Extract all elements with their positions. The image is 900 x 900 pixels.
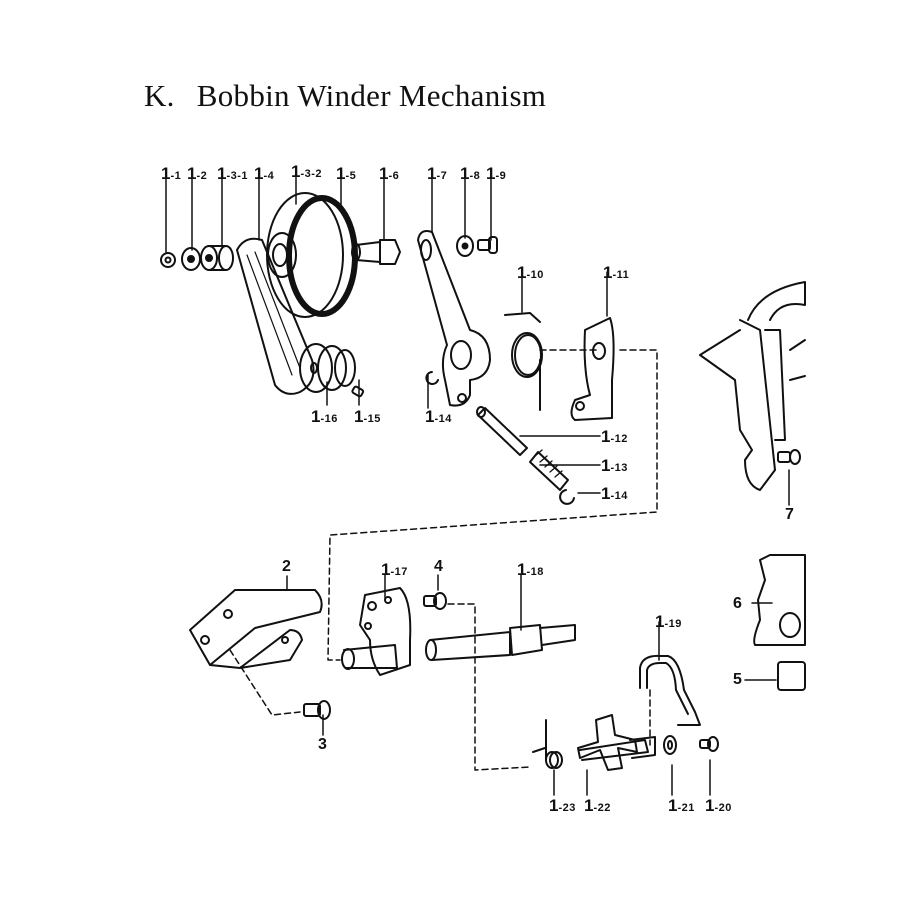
part-label-1-12: 1-12 — [601, 427, 628, 446]
leader-lines — [165, 175, 790, 796]
part-label-1-10: 1-10 — [517, 263, 544, 282]
part-1-11-plate — [570, 317, 615, 421]
part-1-7-lever — [417, 230, 491, 407]
page-title: K. Bobbin Winder Mechanism — [144, 78, 546, 114]
part-label-1-8: 1-8 — [460, 164, 481, 183]
part-1-16-pulley — [299, 343, 356, 393]
part-label-6: 6 — [733, 595, 742, 612]
part-1-15-screw — [351, 385, 365, 398]
part-label-7: 7 — [785, 506, 794, 523]
part-label-4: 4 — [434, 558, 443, 575]
part-1-19-lever — [639, 654, 701, 726]
part-3-screw — [303, 700, 331, 720]
part-label-1-13: 1-13 — [601, 456, 628, 475]
part-1-3-1-bushing — [200, 245, 234, 271]
part-label-1-14-left: 1-14 — [425, 407, 452, 426]
part-1-2-washer — [181, 247, 201, 271]
part-1-10-spring — [504, 312, 543, 411]
part-label-1-19: 1-19 — [655, 612, 682, 631]
part-label-1-23: 1-23 — [549, 796, 576, 815]
part-1-17-plate — [341, 587, 412, 676]
part-label-1-20: 1-20 — [705, 796, 732, 815]
part-4-screw — [423, 592, 447, 610]
part-1-14-ering — [559, 489, 575, 505]
part-2-bracket — [189, 589, 323, 669]
part-1-23-spring — [532, 719, 563, 769]
part-label-1-3-1: 1-3-1 — [217, 164, 249, 183]
part-label-1-2: 1-2 — [187, 164, 208, 183]
part-label-1-5: 1-5 — [336, 164, 357, 183]
part-1-6-screw — [351, 239, 401, 265]
part-6-housing — [753, 554, 806, 646]
part-label-1-1: 1-1 — [161, 164, 182, 183]
part-1-21-ering — [663, 735, 677, 755]
part-bobbin-guard — [699, 281, 806, 491]
part-label-1-3-2: 1-3-2 — [291, 162, 323, 181]
part-label-1-22: 1-22 — [584, 796, 611, 815]
part-1-3-2-pulley — [266, 192, 358, 318]
part-label-1-6: 1-6 — [379, 164, 400, 183]
part-1-12-pin — [476, 406, 528, 456]
part-label-2: 2 — [282, 558, 291, 575]
part-label-1-16: 1-16 — [311, 407, 338, 426]
part-label-5: 5 — [733, 671, 742, 688]
part-1-22-cam — [577, 714, 656, 771]
part-label-1-7: 1-7 — [427, 164, 448, 183]
part-label-1-17: 1-17 — [381, 560, 408, 579]
part-label-1-21: 1-21 — [668, 796, 695, 815]
part-label-1-18: 1-18 — [517, 560, 544, 579]
part-label-1-15: 1-15 — [354, 407, 381, 426]
assembly-dashes — [229, 349, 658, 771]
part-label-1-9: 1-9 — [486, 164, 507, 183]
part-1-20-screw — [699, 736, 719, 752]
part-label-3: 3 — [318, 736, 327, 753]
part-1-18-shaft — [425, 624, 576, 661]
part-1-14-ering — [425, 371, 439, 385]
part-7-screw — [777, 449, 801, 465]
section-letter: K. — [144, 78, 175, 113]
part-label-1-4: 1-4 — [254, 164, 275, 183]
section-title: Bobbin Winder Mechanism — [196, 78, 547, 113]
part-1-1-ring — [160, 252, 176, 268]
part-1-9-screw — [477, 236, 498, 254]
part-1-4-arm — [236, 237, 315, 395]
part-1-8-washer — [456, 235, 474, 257]
part-5-rubber — [777, 661, 806, 691]
part-1-13-spring — [529, 449, 569, 491]
part-label-1-14-right: 1-14 — [601, 484, 628, 503]
part-label-1-11: 1-11 — [603, 263, 630, 282]
